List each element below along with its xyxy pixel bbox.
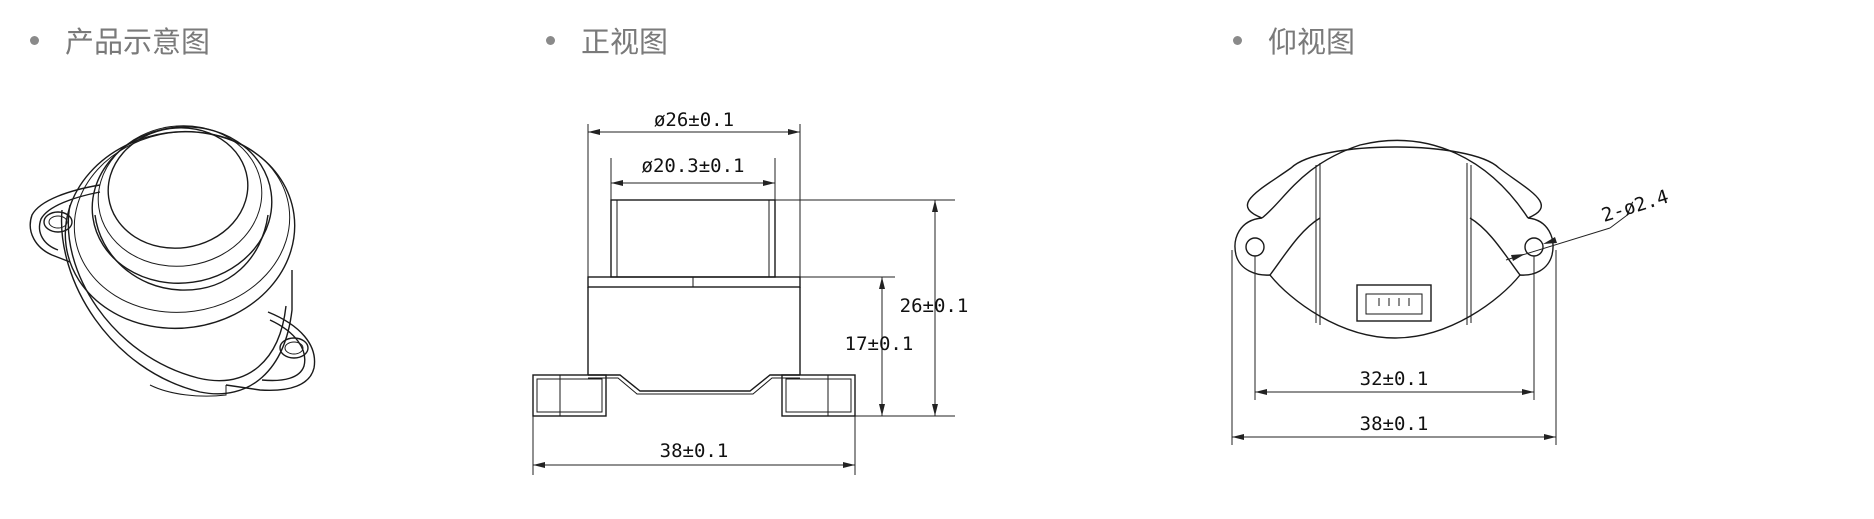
heading-front-text: 正视图	[581, 25, 669, 59]
front-inner-diameter-label: ø20.3±0.1	[642, 155, 745, 177]
bottom-hole-spacing-label: 32±0.1	[1360, 368, 1429, 390]
bullet-icon	[1233, 35, 1242, 45]
front-total-height-label: 26±0.1	[900, 295, 969, 317]
bottom-view-drawing: 32±0.1 38±0.1 2-ø2.4	[1231, 139, 1671, 445]
front-base-width-label: 38±0.1	[660, 440, 729, 462]
heading-product-sketch: 产品示意图	[30, 22, 211, 59]
bullet-icon	[546, 35, 555, 45]
front-outer-diameter-label: ø26±0.1	[654, 109, 734, 131]
heading-bottom-view: 仰视图	[1233, 22, 1356, 59]
bottom-overall-width-label: 38±0.1	[1360, 413, 1429, 435]
heading-front-view: 正视图	[546, 22, 669, 59]
front-view-drawing: ø26±0.1 ø20.3±0.1 26±0.1 17±0.1 38±0.1	[532, 109, 969, 475]
bullet-icon	[30, 35, 39, 45]
heading-bottom-text: 仰视图	[1268, 25, 1356, 59]
bottom-hole-note-label: 2-ø2.4	[1599, 186, 1671, 227]
heading-product-text: 产品示意图	[65, 25, 211, 59]
product-sketch	[29, 125, 316, 397]
front-body-height-label: 17±0.1	[845, 333, 914, 355]
